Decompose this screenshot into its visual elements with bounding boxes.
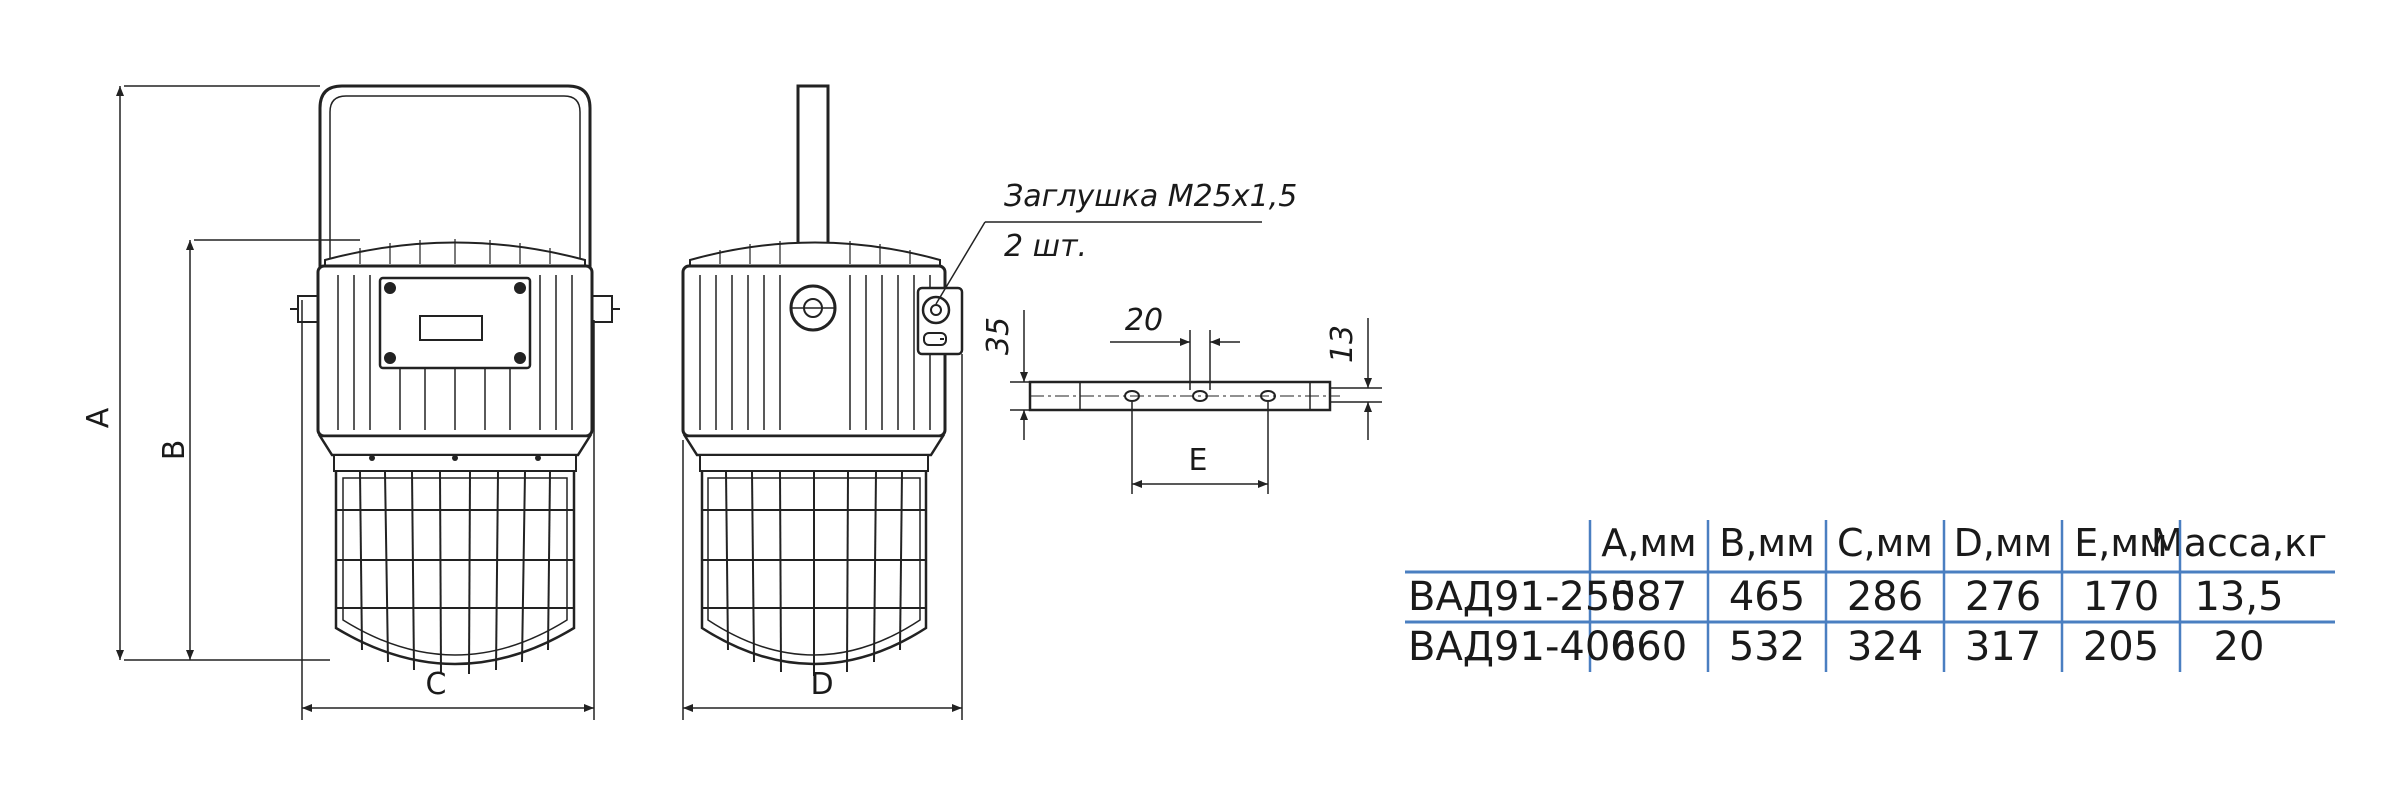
- table-cell: 532: [1729, 624, 1805, 670]
- dimension-label-bracket-thickness: 13: [1325, 325, 1360, 363]
- table-header-cell: E,мм: [2074, 521, 2167, 565]
- table-header-cell: Масса,кг: [2151, 521, 2327, 565]
- table-cell: 660: [1611, 624, 1687, 670]
- bracket-detail: [1028, 380, 1340, 412]
- front-view: [290, 84, 620, 675]
- table-cell: 587: [1611, 574, 1687, 620]
- front-glass: [342, 477, 568, 656]
- table-row-model: ВАД91-400: [1408, 624, 1636, 670]
- table-header-cell: C,мм: [1837, 521, 1933, 565]
- table-cell: 20: [2214, 624, 2265, 670]
- dimension-label-e: E: [1189, 443, 1208, 478]
- table-cell: 205: [2083, 624, 2159, 670]
- side-view: [681, 84, 964, 676]
- dimension-label-hole-pitch: 20: [1125, 303, 1163, 338]
- table-header-cell: D,мм: [1954, 521, 2053, 565]
- dimension-lines: [116, 85, 1382, 720]
- table-cell: 324: [1847, 624, 1923, 670]
- table-cell: 13,5: [2194, 574, 2283, 620]
- dimension-label-a: A: [81, 407, 116, 428]
- callout-line1: Заглушка М25х1,5: [1004, 179, 1297, 214]
- dimension-label-d: D: [810, 667, 833, 702]
- front-guard-bars: [336, 471, 574, 675]
- front-guard: [334, 472, 576, 666]
- dimension-label-b: B: [157, 440, 192, 461]
- dimension-label-c: C: [426, 667, 447, 702]
- table-cell: 286: [1847, 574, 1923, 620]
- table-cell: 170: [2083, 574, 2159, 620]
- table-header-cell: B,мм: [1719, 521, 1814, 565]
- table-row-model: ВАД91-250: [1408, 574, 1636, 620]
- table-cell: 276: [1965, 574, 2041, 620]
- table-cell: 465: [1729, 574, 1805, 620]
- front-bracket: [318, 84, 592, 298]
- front-housing-fins: [337, 275, 573, 430]
- front-dome-ribs: [359, 239, 551, 264]
- table-cell: 317: [1965, 624, 2041, 670]
- callout-leader: [935, 221, 986, 305]
- callout-line2: 2 шт.: [1004, 229, 1087, 264]
- dimension-label-bracket-depth: 35: [981, 317, 1016, 355]
- spec-table: A,мм B,мм C,мм D,мм E,ммМасса,кгВАД91-250587…: [1405, 520, 2335, 672]
- table-header-cell: A,мм: [1601, 521, 1696, 565]
